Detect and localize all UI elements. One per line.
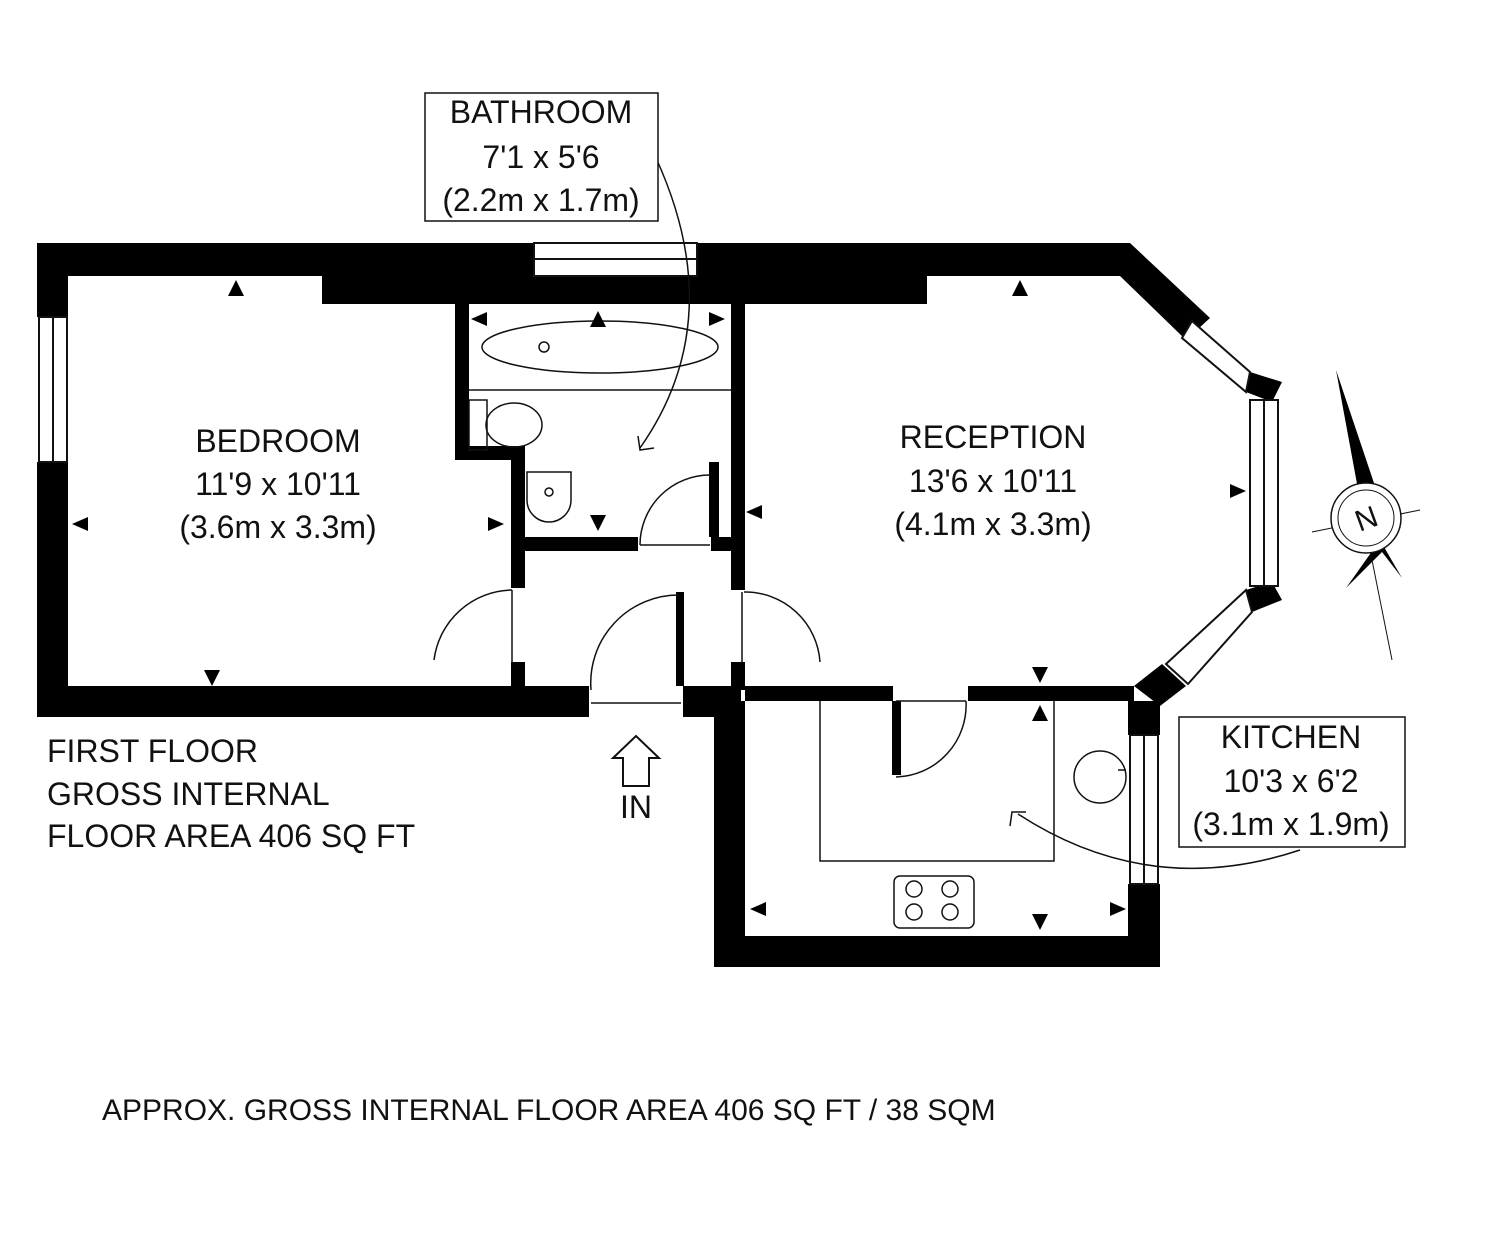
kitchen-label: KITCHEN 10'3 x 6'2 (3.1m x 1.9m) xyxy=(1192,719,1389,842)
bedroom-metric: (3.6m x 3.3m) xyxy=(179,509,376,545)
compass-icon xyxy=(1311,370,1421,661)
dimension-markers xyxy=(72,280,1246,930)
bathroom-metric: (2.2m x 1.7m) xyxy=(442,182,639,218)
entrance-arrow-icon xyxy=(610,734,662,787)
walls xyxy=(37,243,1282,967)
floor-name: FIRST FLOOR xyxy=(47,733,258,769)
bedroom-name: BEDROOM xyxy=(195,423,360,459)
floor-gross-line: GROSS INTERNAL xyxy=(47,776,330,812)
bedroom-imperial: 11'9 x 10'11 xyxy=(195,466,361,502)
windows xyxy=(38,242,1279,885)
reception-name: RECEPTION xyxy=(900,419,1087,455)
reception-metric: (4.1m x 3.3m) xyxy=(894,506,1091,542)
kitchen-name: KITCHEN xyxy=(1221,719,1361,755)
footer-area-note: APPROX. GROSS INTERNAL FLOOR AREA 406 SQ… xyxy=(102,1094,996,1127)
kitchen-label-box xyxy=(1178,716,1406,848)
bathroom-label-box xyxy=(424,92,659,222)
kitchen-metric: (3.1m x 1.9m) xyxy=(1192,806,1389,842)
leader-lines xyxy=(637,157,1301,870)
floor-area-line: FLOOR AREA 406 SQ FT xyxy=(47,818,415,854)
bathroom-imperial: 7'1 x 5'6 xyxy=(482,139,599,175)
floor-area-label: FIRST FLOOR GROSS INTERNAL FLOOR AREA 40… xyxy=(47,733,415,854)
bathroom-label: BATHROOM 7'1 x 5'6 (2.2m x 1.7m) xyxy=(442,94,639,218)
entrance-label: IN xyxy=(620,789,652,825)
bedroom-label: BEDROOM 11'9 x 10'11 (3.6m x 3.3m) xyxy=(179,423,376,545)
fixtures xyxy=(468,320,1127,929)
reception-imperial: 13'6 x 10'11 xyxy=(909,463,1077,499)
bathroom-name: BATHROOM xyxy=(450,94,633,130)
door-swings xyxy=(433,389,967,778)
reception-label: RECEPTION 13'6 x 10'11 (4.1m x 3.3m) xyxy=(894,419,1091,542)
kitchen-imperial: 10'3 x 6'2 xyxy=(1224,763,1359,799)
